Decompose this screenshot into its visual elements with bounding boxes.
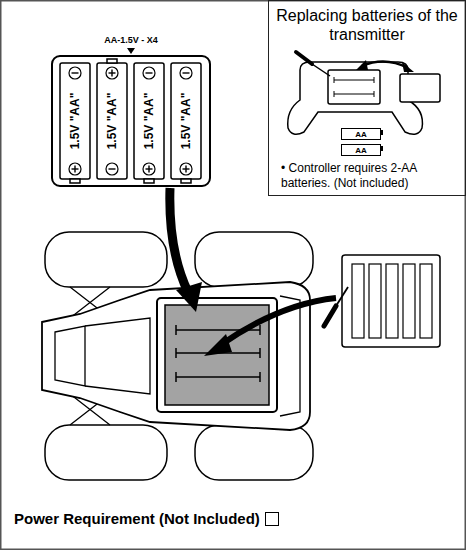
battery-cell: 1.5V "AA" [171,63,201,179]
small-battery: AA [341,128,381,140]
power-note-text: Power Requirement (Not Included) [14,510,260,527]
battery-label: 1.5V "AA" [179,93,193,150]
small-battery: AA [341,144,381,156]
battery-label: AA [355,130,367,139]
inset-panel: Replacing batteries of the transmitter • … [268,0,466,196]
battery-label: 1.5V "AA" [142,93,156,150]
power-note: Power Requirement (Not Included) [14,510,279,527]
battery-spec: AA-1.5V - X4 [81,35,181,45]
battery-label: 1.5V "AA" [105,93,119,150]
battery-cell: 1.5V "AA" [134,63,164,179]
note-text: • Controller requires 2-AA batteries. (N… [281,161,459,191]
checkbox [265,512,279,526]
inset-title: Replacing batteries of the transmitter [273,6,461,44]
battery-label: 1.5V "AA" [68,93,82,150]
battery-cell: 1.5V "AA" [97,63,127,179]
battery-label: AA [355,146,367,155]
battery-cell: 1.5V "AA" [60,63,90,179]
battery-spec-text: AA-1.5V - X4 [104,35,158,45]
